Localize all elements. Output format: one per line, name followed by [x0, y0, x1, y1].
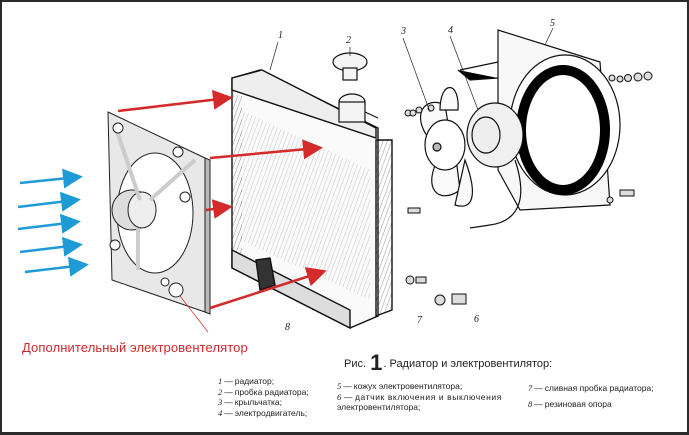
legend-item: 2—пробка радиатора; [218, 386, 309, 397]
part-label-8: 8 [285, 322, 290, 333]
legend-column-1: 1—радиатор; 2—пробка радиатора; 3—крыльч… [218, 376, 309, 418]
fasteners [404, 71, 653, 306]
legend-column-3: 7—сливная пробка радиатора; 8—резиновая … [528, 383, 654, 409]
part-label-1: 1 [278, 30, 283, 41]
part-label-5: 5 [550, 18, 555, 29]
auxiliary-fan-annotation: Дополнительный электровентелятор [22, 340, 248, 355]
auxiliary-fan [107, 111, 211, 315]
airflow-arrow [24, 256, 89, 277]
legend-item: 6—датчик включения и выключения [337, 391, 502, 402]
radiator [231, 69, 393, 330]
figure-number: 1 [370, 350, 383, 375]
pointer-arrow [209, 139, 323, 160]
pointer-arrow [205, 199, 233, 219]
part-label-7: 7 [417, 315, 422, 326]
part-label-2: 2 [346, 35, 351, 46]
pointer-arrow [209, 267, 327, 310]
pointer-arrows [117, 89, 327, 310]
radiator-cap [332, 52, 379, 123]
legend-item: 1—радиатор; [218, 376, 275, 386]
part-label-4: 4 [448, 25, 453, 36]
caption-title: . Радиатор и электровентилятор: [383, 358, 553, 370]
airflow-arrow [17, 213, 81, 234]
electric-fan-assembly [419, 29, 621, 229]
part-label-3: 3 [401, 26, 406, 37]
pointer-arrow [117, 89, 233, 113]
legend-item: 7—сливная пробка радиатора; [528, 383, 654, 393]
airflow-arrow [19, 236, 83, 257]
airflow-arrows [17, 168, 89, 277]
legend-item: 4—электродвигатель; [218, 407, 308, 418]
legend-column-2: 5—кожух электровентилятора; 6—датчик вкл… [337, 381, 502, 413]
legend-item-continued: электровентилятора; [337, 402, 421, 412]
legend-item: 5—кожух электровентилятора; [337, 381, 463, 391]
airflow-arrow [17, 191, 81, 212]
leader-lines [179, 27, 554, 333]
caption-prefix: Рис. [344, 358, 367, 370]
part-label-6: 6 [474, 314, 479, 325]
airflow-arrow [19, 168, 83, 189]
legend-item: 3—крыльчатка; [218, 397, 282, 407]
figure-caption: Рис. 1. Радиатор и электровентилятор: [344, 350, 552, 376]
legend-item: 8—резиновая опора [528, 398, 612, 409]
